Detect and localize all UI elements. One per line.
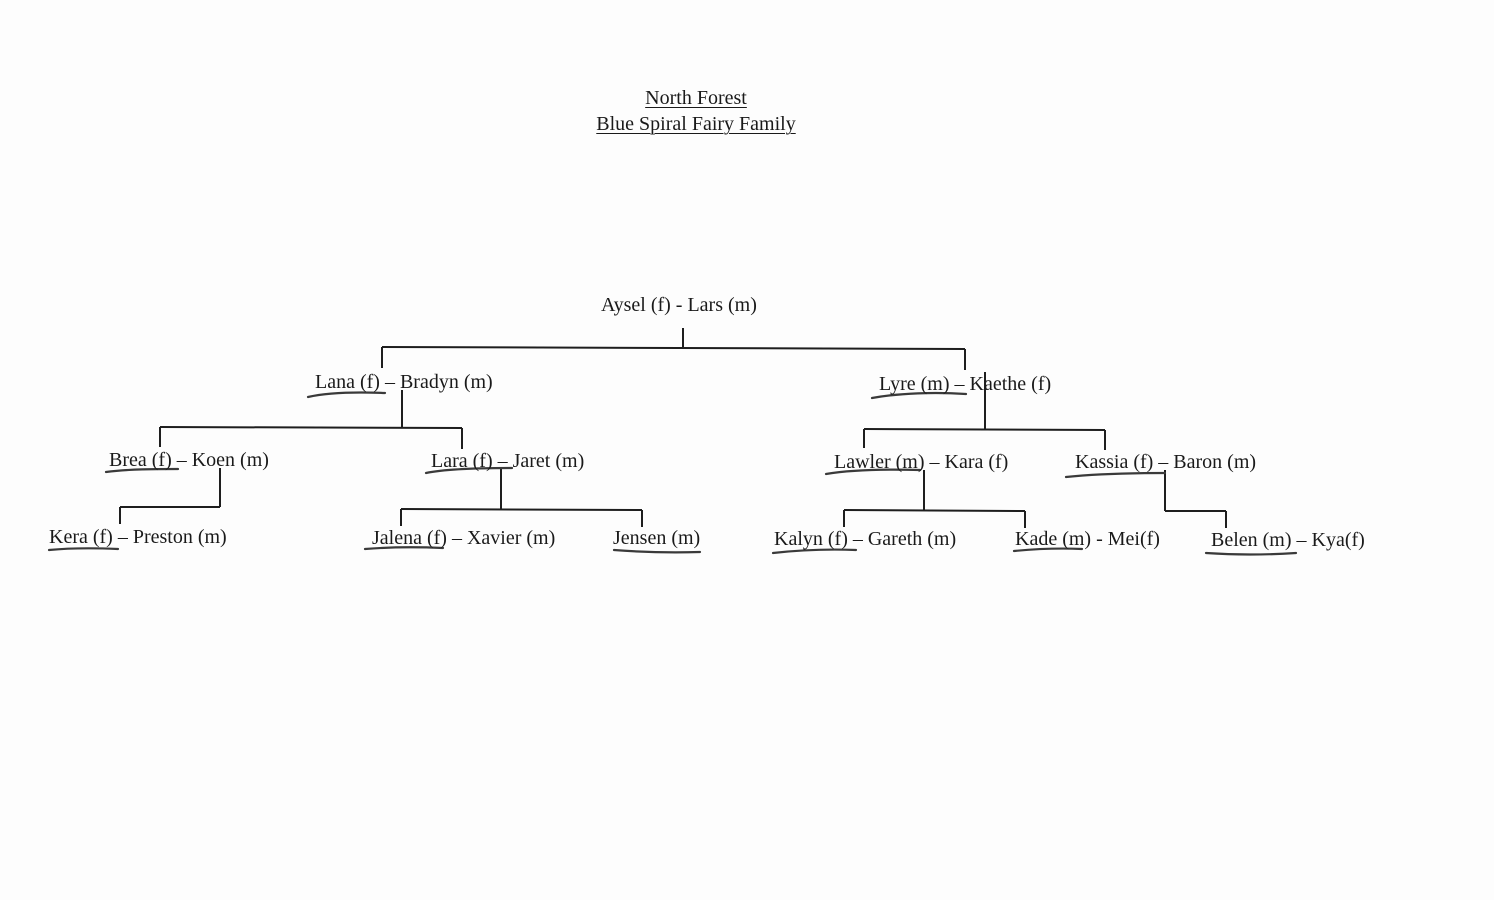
ink-underline-lara bbox=[424, 466, 514, 475]
node-belen-kya: Belen (m) – Kya(f) bbox=[1211, 529, 1365, 551]
node-jensen: Jensen (m) bbox=[613, 527, 701, 549]
ink-underline-lawler bbox=[824, 468, 922, 476]
ink-underline-kassia bbox=[1064, 471, 1167, 479]
ink-underline-kalyn bbox=[771, 548, 858, 555]
node-kalyn-gareth: Kalyn (f) – Gareth (m) bbox=[774, 528, 957, 550]
ink-underline-kade bbox=[1012, 547, 1084, 553]
node-brea-koen: Brea (f) – Koen (m) bbox=[109, 449, 269, 471]
connector-lara-bar bbox=[400, 508, 643, 511]
node-lyre-kaethe: Lyre (m) – Kaethe (f) bbox=[879, 373, 1052, 395]
node-kera-preston: Kera (f) – Preston (m) bbox=[49, 526, 227, 548]
node-lara-jaret: Lara (f) – Jaret (m) bbox=[431, 450, 585, 472]
node-lana-bradyn: Lana (f) – Bradyn (m) bbox=[315, 371, 493, 393]
ink-underline-belen bbox=[1204, 551, 1298, 556]
node-aysel-lars: Aysel (f) - Lars (m) bbox=[601, 294, 757, 316]
ink-underline-jensen bbox=[612, 548, 702, 554]
ink-underline-lana bbox=[306, 391, 387, 399]
ink-underline-kera bbox=[47, 547, 120, 552]
connector-lyre-bar bbox=[863, 428, 1106, 431]
title-north-forest: North Forest bbox=[645, 87, 747, 109]
ink-underline-jalena bbox=[363, 546, 445, 551]
connector-lana-bar bbox=[159, 426, 463, 429]
ink-underline-brea bbox=[104, 467, 180, 474]
connector-lawler-bar bbox=[843, 509, 1026, 512]
title-blue-spiral-fairy-family: Blue Spiral Fairy Family bbox=[596, 113, 796, 135]
node-jalena-xavier: Jalena (f) – Xavier (m) bbox=[372, 527, 556, 549]
node-kade-mei: Kade (m) - Mei(f) bbox=[1015, 528, 1160, 550]
node-kassia-baron: Kassia (f) – Baron (m) bbox=[1075, 451, 1257, 473]
ink-underline-lyre bbox=[870, 391, 968, 400]
node-lawler-kara: Lawler (m) – Kara (f) bbox=[834, 451, 1009, 473]
connector-root-bar bbox=[381, 346, 966, 350]
